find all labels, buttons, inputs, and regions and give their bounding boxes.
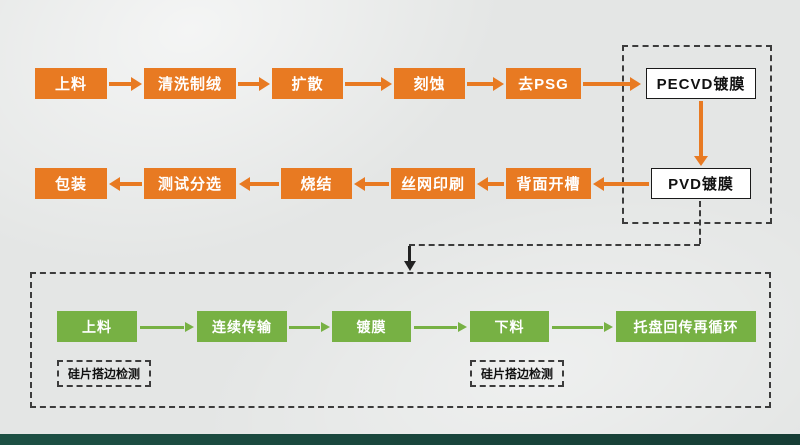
arrow-right-icon [345,76,392,92]
step-pecvd-coating: PECVD镀膜 [646,68,756,99]
arrow-right-icon [109,76,142,92]
wafer-edge-detection-label: 硅片搭边检测 [57,360,152,387]
arrow-down-icon [402,246,418,271]
step-etching: 刻蚀 [394,68,465,99]
step-continuous-transfer: 连续传输 [197,311,287,342]
wafer-edge-detection-label: 硅片搭边检测 [470,360,565,387]
coating-detail-dashed-frame [30,272,771,408]
step-cleaning-texturing: 清洗制绒 [144,68,236,99]
arrow-right-icon [467,76,504,92]
arrow-left-icon [354,176,389,192]
arrow-left-icon [109,176,142,192]
arrow-right-icon [552,319,613,335]
arrow-right-icon [140,319,194,335]
step-rear-grooving: 背面开槽 [506,168,591,199]
step-unloading: 下料 [470,311,549,342]
arrow-right-icon [583,76,641,92]
arrow-right-icon [289,319,330,335]
coating-group-dashed-frame [622,45,772,224]
connector-dashed-horizontal [409,244,700,246]
arrow-left-icon [593,176,649,192]
footer-bar [0,434,800,445]
step-loading-bottom: 上料 [57,311,137,342]
step-diffusion: 扩散 [272,68,343,99]
step-packaging: 包装 [35,168,107,199]
step-testing-sorting: 测试分选 [144,168,236,199]
connector-dashed-vertical [699,201,701,244]
step-psg-removal: 去PSG [506,68,581,99]
arrow-left-icon [239,176,279,192]
arrow-right-icon [414,319,467,335]
arrow-left-icon [477,176,504,192]
step-pvd-coating: PVD镀膜 [651,168,751,199]
step-sintering: 烧结 [281,168,352,199]
arrow-down-icon [693,101,709,166]
step-screen-printing: 丝网印刷 [391,168,475,199]
step-tray-return-recycle: 托盘回传再循环 [616,311,756,342]
step-coating: 镀膜 [332,311,411,342]
step-loading-top: 上料 [35,68,107,99]
arrow-right-icon [238,76,270,92]
